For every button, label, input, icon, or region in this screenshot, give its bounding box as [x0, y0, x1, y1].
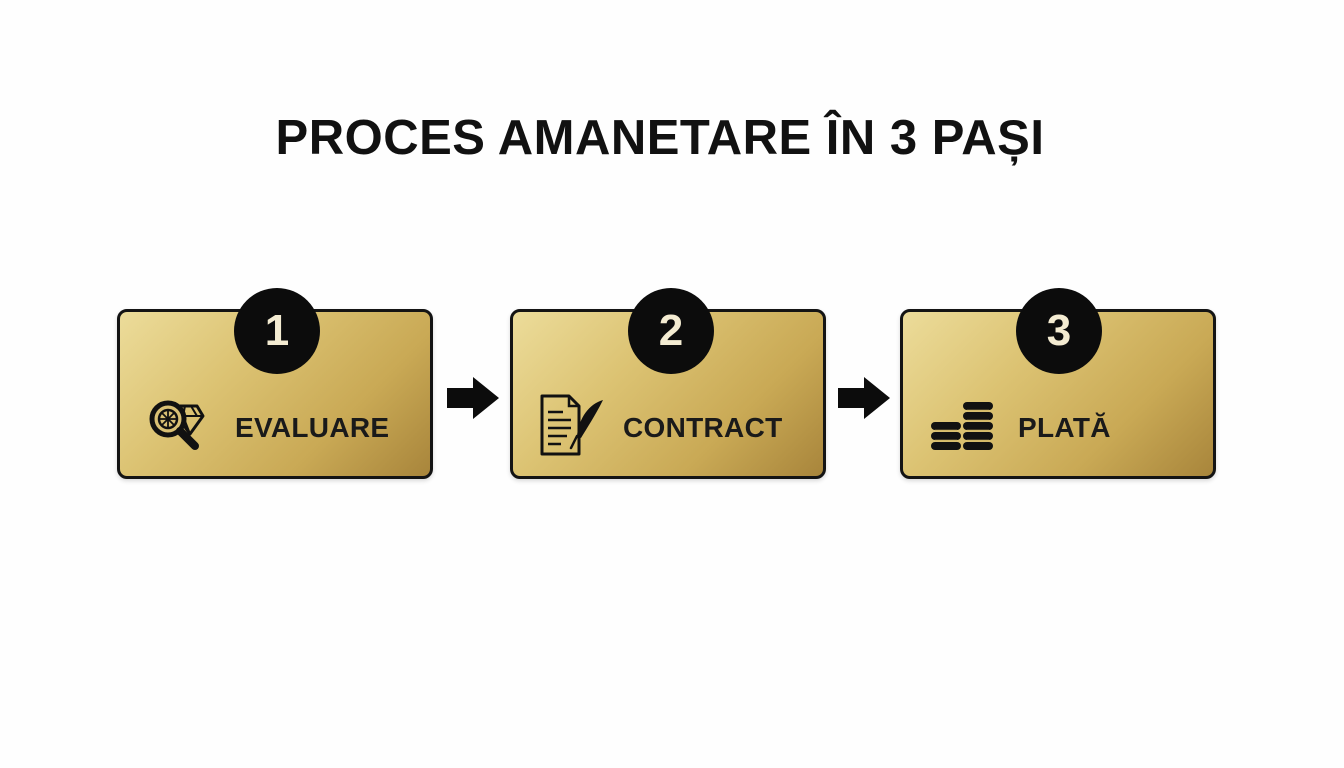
- step-label: CONTRACT: [623, 412, 783, 443]
- step-card-contract: 2 CONTRACT: [510, 288, 826, 479]
- step-label: EVALUARE: [235, 412, 390, 443]
- step-label: PLATĂ: [1018, 412, 1111, 443]
- step-card-evaluare: 1 EVALUARE: [117, 288, 433, 479]
- magnifier-diamond-icon: [149, 400, 205, 450]
- diagram-title: PROCES AMANETARE ÎN 3 PAȘI: [275, 111, 1045, 165]
- step-number-badge: 3: [1016, 288, 1102, 374]
- document-quill-icon: [540, 394, 603, 456]
- arrow-right-icon: [838, 377, 890, 419]
- arrow-right-icon: [447, 377, 499, 419]
- step-number-badge: 1: [234, 288, 320, 374]
- step-number-badge: 2: [628, 288, 714, 374]
- coin-stacks-icon: [931, 402, 993, 450]
- step-card-plata: 3 PLATĂ: [900, 288, 1216, 479]
